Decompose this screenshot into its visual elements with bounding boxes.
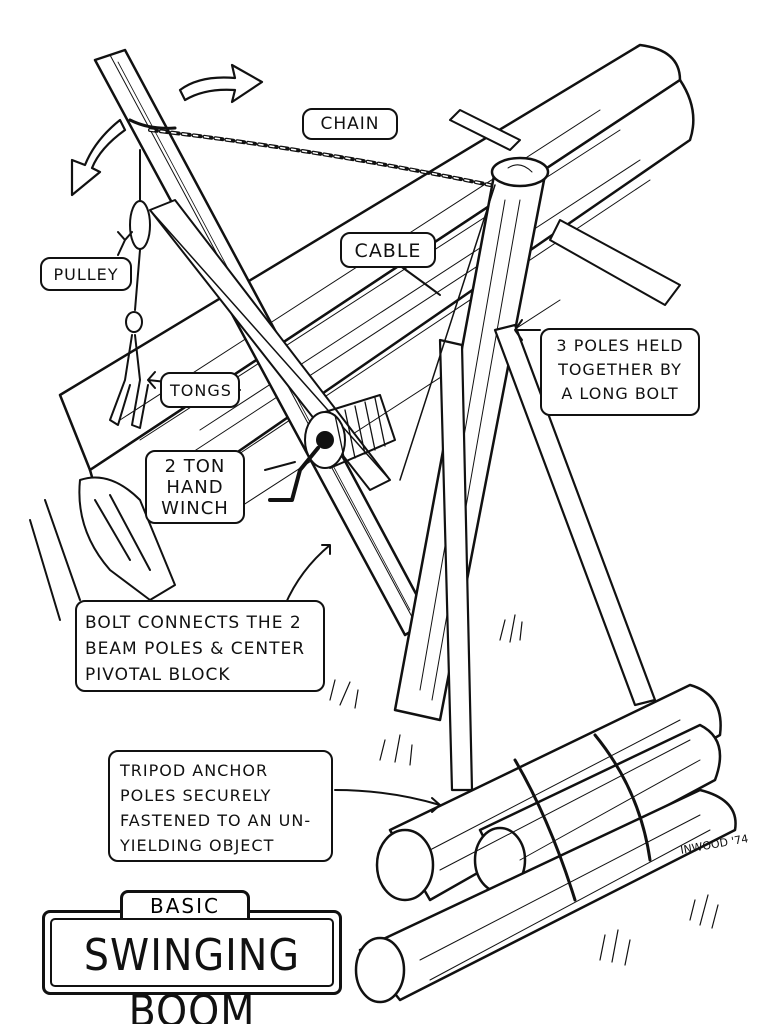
anchor-logs (354, 683, 737, 1004)
title-plaque-inner-border (50, 918, 334, 987)
cable-label: CABLE (340, 232, 436, 268)
title-plaque (42, 910, 342, 995)
chain-label: CHAIN (302, 108, 398, 140)
tripod-legs (438, 323, 657, 792)
tongs-label: TONGS (160, 372, 240, 408)
tripod-anchor-label: TRIPOD ANCHOR POLES SECURELY FASTENED TO… (108, 750, 333, 862)
swing-arrows (70, 63, 264, 197)
pulley-label: PULLEY (40, 257, 132, 291)
hand-winch-label: 2 TON HAND WINCH (145, 450, 245, 524)
poles-held-label: 3 POLES HELD TOGETHER BY A LONG BOLT (540, 328, 700, 416)
pulley-and-tongs (109, 149, 151, 429)
boot (29, 476, 176, 621)
center-post (393, 156, 550, 722)
bolt-connects-label: BOLT CONNECTS THE 2 BEAM POLES & CENTER … (75, 600, 325, 692)
chain (128, 118, 492, 187)
title-top-tab: BASIC (120, 890, 250, 918)
grass (329, 614, 719, 966)
winch-drum (268, 394, 396, 502)
title-main: SWINGING BOOM (83, 930, 301, 1024)
